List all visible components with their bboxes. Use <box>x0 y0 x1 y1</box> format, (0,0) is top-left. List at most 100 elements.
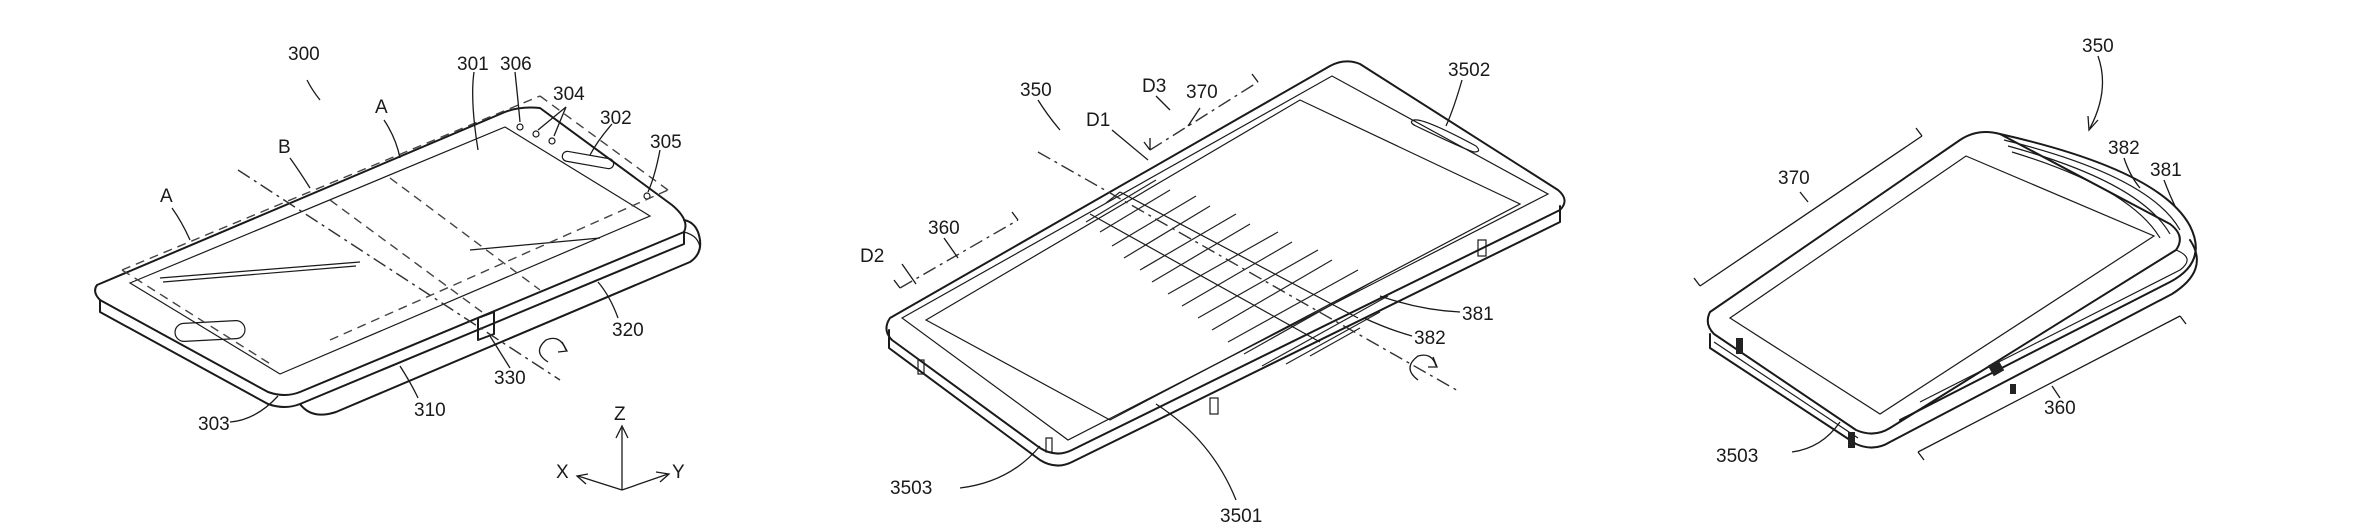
device-top-face <box>94 106 687 396</box>
rotation-arrow <box>538 337 567 363</box>
speaker-grille <box>561 150 615 170</box>
label-b: B <box>278 137 291 158</box>
bend-area-a-left <box>121 95 541 366</box>
dimension-d2-bracket <box>893 211 1019 289</box>
device-b-screen <box>924 99 1522 421</box>
leader-303 <box>229 395 279 423</box>
hatch-line <box>1123 205 1211 259</box>
leader-300 <box>306 79 321 101</box>
label-d1: D1 <box>1086 110 1110 131</box>
label-302: 302 <box>600 108 632 129</box>
label-360-b: 360 <box>928 218 960 239</box>
axis-x-arrow <box>575 473 589 485</box>
label-382-b: 382 <box>1414 328 1446 349</box>
hatch-boundary <box>1089 191 1359 343</box>
rotation-arrow-head <box>557 341 569 353</box>
label-305: 305 <box>650 132 682 153</box>
label-381-c: 381 <box>2150 160 2182 181</box>
side-button <box>1987 359 2005 377</box>
axis-y-label: Y <box>672 462 685 483</box>
label-3502: 3502 <box>1448 60 1490 81</box>
label-310: 310 <box>414 400 446 421</box>
leader-306 <box>514 71 521 123</box>
bend-axis-b <box>237 169 561 381</box>
leader-381-b <box>1379 295 1461 313</box>
sensor-dot <box>548 137 556 145</box>
label-370-b: 370 <box>1186 82 1218 103</box>
device-b-top-face <box>885 60 1566 455</box>
label-a-left: A <box>160 186 173 207</box>
coordinate-axes: Z X Y <box>556 404 685 491</box>
figure-a-device <box>94 71 702 423</box>
leader-370-b <box>1187 107 1201 127</box>
hatch-line <box>1167 231 1279 295</box>
hatch-line <box>1261 295 1389 367</box>
side-button <box>1045 437 1053 453</box>
hatch-line <box>1285 311 1381 365</box>
label-360-c: 360 <box>2044 398 2076 419</box>
hatched-flexible-region <box>1085 179 1389 367</box>
figure-b-labels: 350 D1 D3 370 3502 360 D2 381 382 3503 3… <box>860 60 1494 527</box>
axis-z-arrow <box>615 424 629 439</box>
side-button <box>1209 397 1219 415</box>
side-button <box>1848 432 1855 448</box>
leader-381-c <box>2163 179 2177 209</box>
label-306: 306 <box>500 54 532 75</box>
leader-3503-b <box>959 445 1041 489</box>
dimension-d2-line <box>899 219 1019 289</box>
axis-x-line <box>577 475 623 491</box>
rotation-arrow-b-head <box>1428 356 1438 368</box>
dimension-d3-line <box>1149 81 1259 151</box>
hatch-line <box>1111 195 1197 247</box>
leader-382-b <box>1363 317 1413 337</box>
folded-upper-screen <box>1728 155 2156 415</box>
screen-area <box>128 126 652 375</box>
fold-curve-layer <box>2011 151 2161 239</box>
leader-370-c <box>1799 191 1809 203</box>
label-330: 330 <box>494 368 526 389</box>
leader-305 <box>647 149 661 193</box>
label-d2: D2 <box>860 246 884 267</box>
hinge-block <box>477 311 495 341</box>
hatch-line <box>1139 213 1237 271</box>
rotation-arrow-b <box>1409 354 1437 381</box>
label-350-c: 350 <box>2082 36 2114 57</box>
leader-d2 <box>901 263 917 285</box>
leader-a-top <box>383 119 401 159</box>
label-3501: 3501 <box>1220 506 1262 527</box>
dimension-370-bracket <box>1693 127 1923 287</box>
figure-c-labels: 350 370 382 381 360 3503 <box>1716 36 2182 467</box>
fold-curve-outer <box>1899 133 2197 421</box>
label-350-b: 350 <box>1020 80 1052 101</box>
leader-a-left <box>171 207 191 241</box>
leader-3501 <box>1155 403 1237 501</box>
hatch-line <box>1309 327 1361 357</box>
device-b-speaker <box>1410 119 1480 153</box>
figure-c-device <box>1693 55 2198 461</box>
leader-350-c-arrow <box>2087 115 2099 132</box>
home-button <box>174 320 246 342</box>
leader-330 <box>489 335 511 369</box>
curved-end-inner <box>683 231 701 251</box>
folded-lower-panel <box>1709 239 2198 449</box>
hatch-line <box>1099 189 1171 233</box>
figure-a-labels: 300 301 306 304 302 305 A B A 320 330 31… <box>160 44 682 435</box>
fold-curve-layer <box>2003 139 2181 231</box>
leader-310 <box>399 365 419 399</box>
leader-b <box>289 157 311 189</box>
label-370-c: 370 <box>1778 168 1810 189</box>
hatch-line <box>1227 269 1359 343</box>
hatch-line <box>1181 241 1293 307</box>
sensor-dot <box>516 123 524 131</box>
label-320: 320 <box>612 320 644 341</box>
device-b-side-edge <box>888 205 1561 467</box>
label-300: 300 <box>288 44 320 65</box>
axis-y-arrow <box>655 471 671 483</box>
label-381-b: 381 <box>1462 304 1494 325</box>
hatch-line <box>1085 179 1157 223</box>
leader-3503-c <box>1791 421 1841 453</box>
dimension-360-bracket <box>1917 315 2187 461</box>
hatch-line <box>1151 223 1251 283</box>
